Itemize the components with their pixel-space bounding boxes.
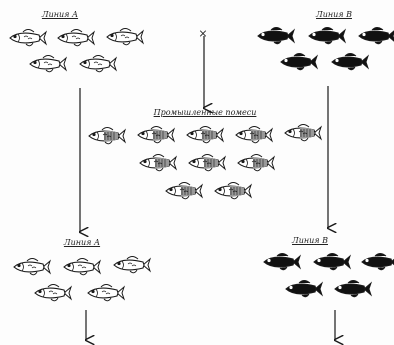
fish-line-a-bottom-3 xyxy=(113,256,152,274)
label-line-b-bottom: Линия В xyxy=(292,236,328,245)
fish-hybrids-2 xyxy=(137,126,176,144)
fish-hybrids-4 xyxy=(235,126,274,144)
fish-line-a-top-3 xyxy=(106,28,145,46)
fish-line-a-top-5 xyxy=(79,55,118,73)
fish-line-b-top-3 xyxy=(358,27,394,45)
fish-line-b-bottom-3 xyxy=(361,253,394,271)
fish-line-b-top-1 xyxy=(257,27,296,45)
fish-line-b-top-4 xyxy=(280,53,319,71)
fish-hybrids-6 xyxy=(139,154,178,172)
fish-line-b-top-2 xyxy=(308,27,347,45)
fish-line-a-bottom-5 xyxy=(87,284,126,302)
fish-hybrids-5 xyxy=(284,124,323,142)
cross-mark: × xyxy=(198,27,208,40)
fish-line-a-top-4 xyxy=(29,55,68,73)
fish-line-a-bottom-4 xyxy=(34,284,73,302)
fish-hybrids-7 xyxy=(188,154,227,172)
fish-hybrids-3 xyxy=(186,126,225,144)
fish-hybrids-9 xyxy=(165,182,204,200)
fish-hybrids-1 xyxy=(88,127,127,145)
arrows xyxy=(80,36,335,340)
fish-line-a-bottom-1 xyxy=(13,258,52,276)
label-line-a-bottom: Линия А xyxy=(63,238,101,247)
fish-hybrids-10 xyxy=(214,182,253,200)
fish-hybrids-8 xyxy=(237,154,276,172)
fish-groups xyxy=(9,27,394,302)
label-line-a-top: Линия А xyxy=(41,10,79,19)
label-hybrids: Промышленные помеси xyxy=(153,108,257,117)
fish-line-b-bottom-1 xyxy=(263,253,302,271)
fish-line-a-top-2 xyxy=(57,29,96,47)
fish-line-b-bottom-5 xyxy=(334,280,373,298)
fish-line-b-top-5 xyxy=(331,53,370,71)
label-line-b-top: Линия В xyxy=(316,10,352,19)
fish-line-a-top-1 xyxy=(9,29,48,47)
fish-line-b-bottom-4 xyxy=(285,280,324,298)
fish-line-b-bottom-2 xyxy=(313,253,352,271)
fish-line-a-bottom-2 xyxy=(63,258,102,276)
